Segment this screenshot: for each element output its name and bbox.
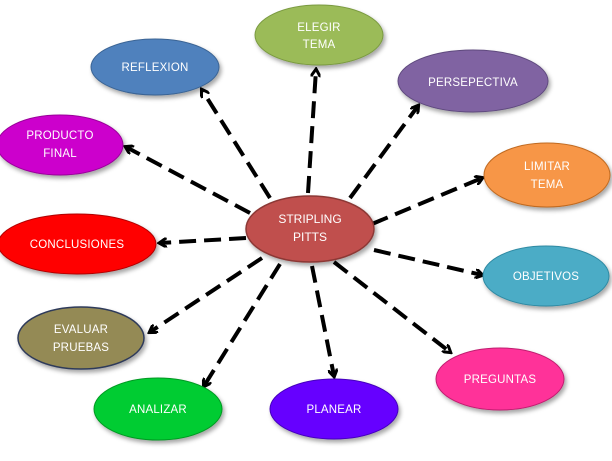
- connectors: [126, 70, 482, 386]
- center-node-label-2: PITTS: [293, 230, 327, 244]
- arrow-to-producto-final: [126, 147, 251, 215]
- arrow-to-planear: [310, 265, 334, 376]
- node-limitar-tema-label-2: TEMA: [531, 179, 564, 191]
- node-elegir-tema-label-1: ELEGIR: [297, 22, 340, 34]
- node-reflexion: REFLEXION: [90, 38, 220, 96]
- arrow-to-conclusiones: [160, 236, 247, 243]
- node-conclusiones-label: CONCLUSIONES: [30, 239, 125, 251]
- node-planear-label: PLANEAR: [306, 404, 361, 416]
- node-limitar-tema-label-1: LIMITAR: [524, 161, 570, 173]
- arrow-to-persepectiva: [348, 106, 418, 200]
- node-evaluar-pruebas-label-2: PRUEBAS: [53, 342, 109, 354]
- arrow-to-evaluar-pruebas: [150, 256, 264, 332]
- arrow-to-elegir-tema: [306, 70, 316, 194]
- node-persepectiva-label: PERSEPECTIVA: [428, 77, 518, 89]
- arrow-to-analizar: [204, 262, 282, 386]
- node-evaluar-pruebas-label-1: EVALUAR: [54, 324, 108, 336]
- node-objetivos: OBJETIVOS: [482, 245, 610, 307]
- center-node-stripling-pitts: STRIPLING PITTS: [245, 195, 375, 263]
- node-objetivos-label: OBJETIVOS: [513, 271, 579, 283]
- node-elegir-tema: ELEGIR TEMA: [254, 4, 384, 66]
- arrow-to-objetivos: [373, 248, 482, 275]
- node-reflexion-label: REFLEXION: [122, 62, 189, 74]
- node-producto-final-label-2: FINAL: [43, 148, 77, 160]
- node-analizar-label: ANALIZAR: [129, 404, 187, 416]
- node-producto-final: PRODUCTO FINAL: [0, 114, 124, 176]
- arrow-to-limitar-tema: [371, 178, 482, 226]
- node-persepectiva: PERSEPECTIVA: [397, 49, 549, 113]
- node-conclusiones: CONCLUSIONES: [0, 213, 157, 275]
- node-analizar: ANALIZAR: [93, 377, 223, 441]
- arrow-to-reflexion: [202, 90, 272, 200]
- node-preguntas: PREGUNTAS: [435, 347, 565, 411]
- node-evaluar-pruebas: EVALUAR PRUEBAS: [17, 306, 145, 370]
- arrow-to-preguntas: [332, 260, 450, 352]
- node-limitar-tema: LIMITAR TEMA: [483, 142, 611, 208]
- center-node-label-1: STRIPLING: [278, 212, 341, 226]
- node-elegir-tema-label-2: TEMA: [303, 39, 336, 51]
- node-producto-final-label-1: PRODUCTO: [26, 130, 93, 142]
- node-preguntas-label: PREGUNTAS: [464, 374, 537, 386]
- node-planear: PLANEAR: [269, 378, 399, 440]
